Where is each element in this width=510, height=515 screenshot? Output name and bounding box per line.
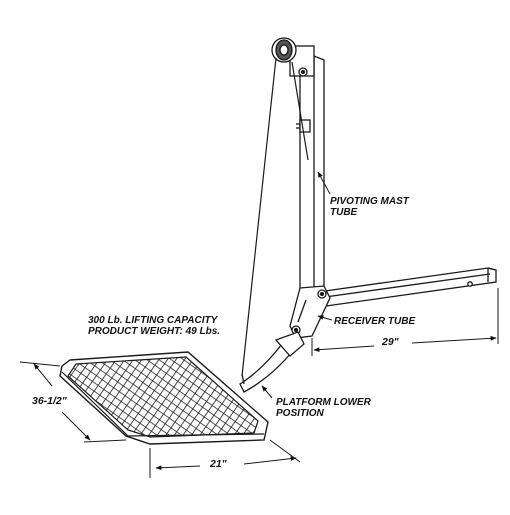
platform-arm (239, 331, 305, 393)
lift-cable (241, 57, 309, 377)
capacity-block: 300 Lb. LIFTING CAPACITY PRODUCT WEIGHT:… (88, 315, 220, 337)
dimension-receiver (311, 288, 499, 356)
depth-dimension: 36-1/2" (32, 395, 67, 407)
platform-label-line1: PLATFORM LOWER (276, 397, 371, 408)
platform-label: PLATFORM LOWER POSITION (276, 397, 371, 419)
receiver-label: RECEIVER TUBE (334, 316, 416, 327)
mast-label-line1: PIVOTING MAST (330, 196, 409, 207)
capacity-text: 300 Lb. LIFTING CAPACITY (88, 315, 218, 326)
platform-mesh (67, 356, 259, 438)
pivot-bracket (289, 285, 331, 339)
leader-lines (261, 171, 333, 399)
weight-text: PRODUCT WEIGHT: 49 Lbs. (88, 326, 221, 337)
mast-label: PIVOTING MAST TUBE (330, 196, 409, 218)
platform (59, 351, 269, 445)
width-dimension: 21" (210, 458, 227, 470)
dimension-width (149, 439, 301, 478)
receiver-dimension: 29" (382, 336, 399, 348)
platform-label-line2: POSITION (276, 408, 324, 419)
dimension-depth (19, 361, 127, 443)
mast-label-line2: TUBE (330, 207, 358, 218)
receiver-tube (317, 267, 497, 307)
